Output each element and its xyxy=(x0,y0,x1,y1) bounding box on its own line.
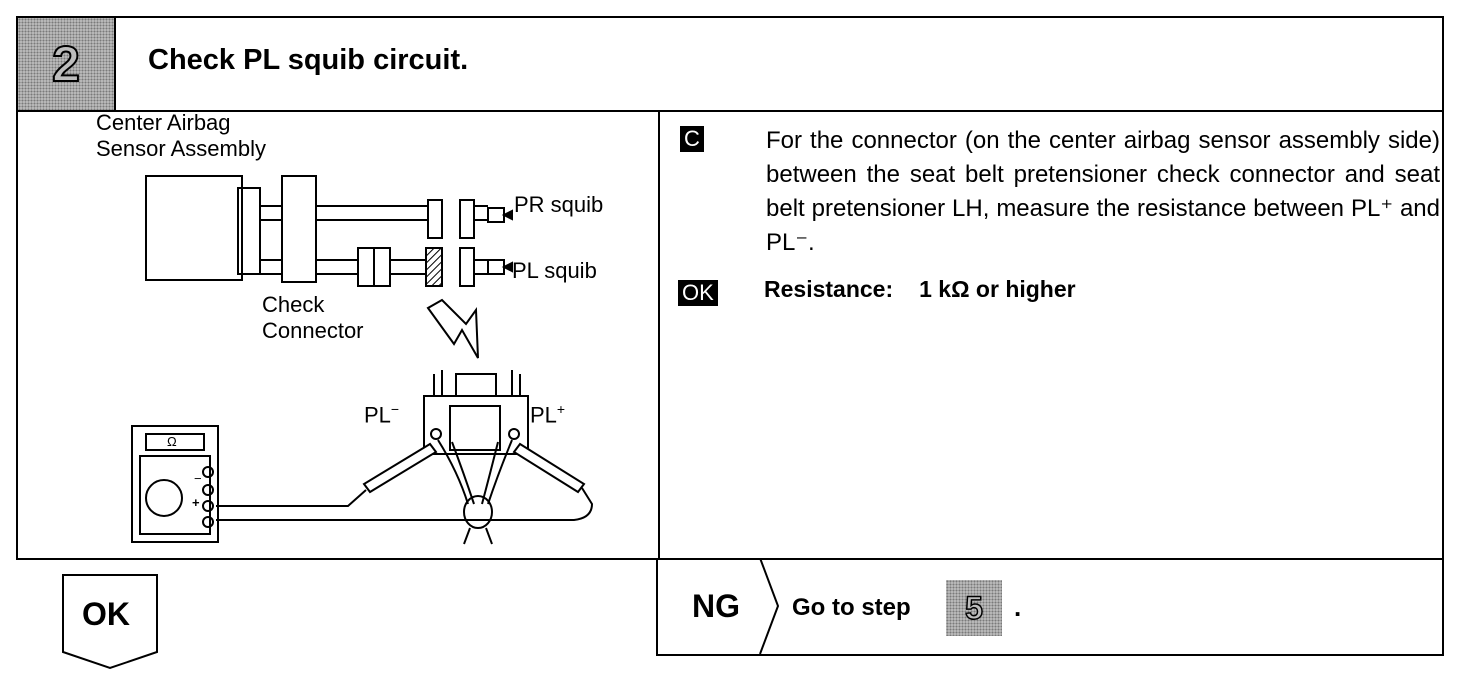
spec-label: Resistance: xyxy=(764,276,894,302)
connector-detail xyxy=(423,395,529,455)
pr-connector-a xyxy=(427,199,443,239)
minus-lead xyxy=(216,489,367,507)
plus-probe xyxy=(512,442,586,494)
sensor-label-line1: Center Airbag xyxy=(96,110,231,135)
ok-result-box: OK xyxy=(62,574,162,677)
check-label-line2: Connector xyxy=(262,318,364,343)
goto-period: . xyxy=(1014,592,1022,622)
step-header: 2 Check PL squib circuit. xyxy=(18,18,1442,112)
goto-text: Go to step xyxy=(792,594,911,621)
pl-squib-label: PL squib xyxy=(512,258,597,283)
procedure-frame: 2 Check PL squib circuit. xyxy=(16,16,1444,560)
check-connector xyxy=(281,175,317,283)
step-number-badge: 2 xyxy=(18,18,116,110)
step-title: Check PL squib circuit. xyxy=(148,44,469,76)
ok-tag: OK xyxy=(678,280,718,306)
ohmmeter xyxy=(131,425,219,543)
pl-minus-label: PL− xyxy=(364,401,400,428)
resistance-spec: Resistance: 1 kΩ or higher xyxy=(764,276,1076,303)
plus-lead xyxy=(216,487,594,521)
diagram-drawing xyxy=(131,175,594,545)
goto-step-link[interactable]: 5 xyxy=(946,580,1002,636)
sensor-label-line2: Sensor Assembly xyxy=(96,136,266,161)
ng-chevron xyxy=(759,558,780,654)
ok-result-label: OK xyxy=(82,596,130,632)
ng-result-box: NG Go to step 5 . xyxy=(656,558,1444,656)
down-arrow-icon xyxy=(426,298,479,359)
pl-connector-b xyxy=(459,247,475,287)
check-tag: C xyxy=(680,126,704,152)
wiring-diagram: Center Airbag Sensor Assembly PR squib P… xyxy=(18,110,658,560)
meter-minus-label: − xyxy=(194,471,202,486)
step-number: 2 xyxy=(51,35,81,93)
spec-value: 1 kΩ or higher xyxy=(919,276,1076,302)
minus-probe xyxy=(362,442,438,494)
sensor-assembly-box xyxy=(145,175,243,281)
sensor-connector xyxy=(237,187,261,275)
ohm-icon: Ω xyxy=(167,434,177,449)
goto-step-number: 5 xyxy=(964,589,983,627)
pl-plus-label: PL+ xyxy=(530,401,566,428)
pr-squib-label: PR squib xyxy=(514,192,604,217)
pl-connector-hatched xyxy=(425,247,443,287)
instruction-text: For the connector (on the center airbag … xyxy=(766,127,1440,256)
check-label-line1: Check xyxy=(262,292,325,317)
meter-plus-label: + xyxy=(192,495,200,510)
pr-connector-b xyxy=(459,199,475,239)
column-divider xyxy=(658,110,660,560)
ng-result-label: NG xyxy=(692,588,740,624)
